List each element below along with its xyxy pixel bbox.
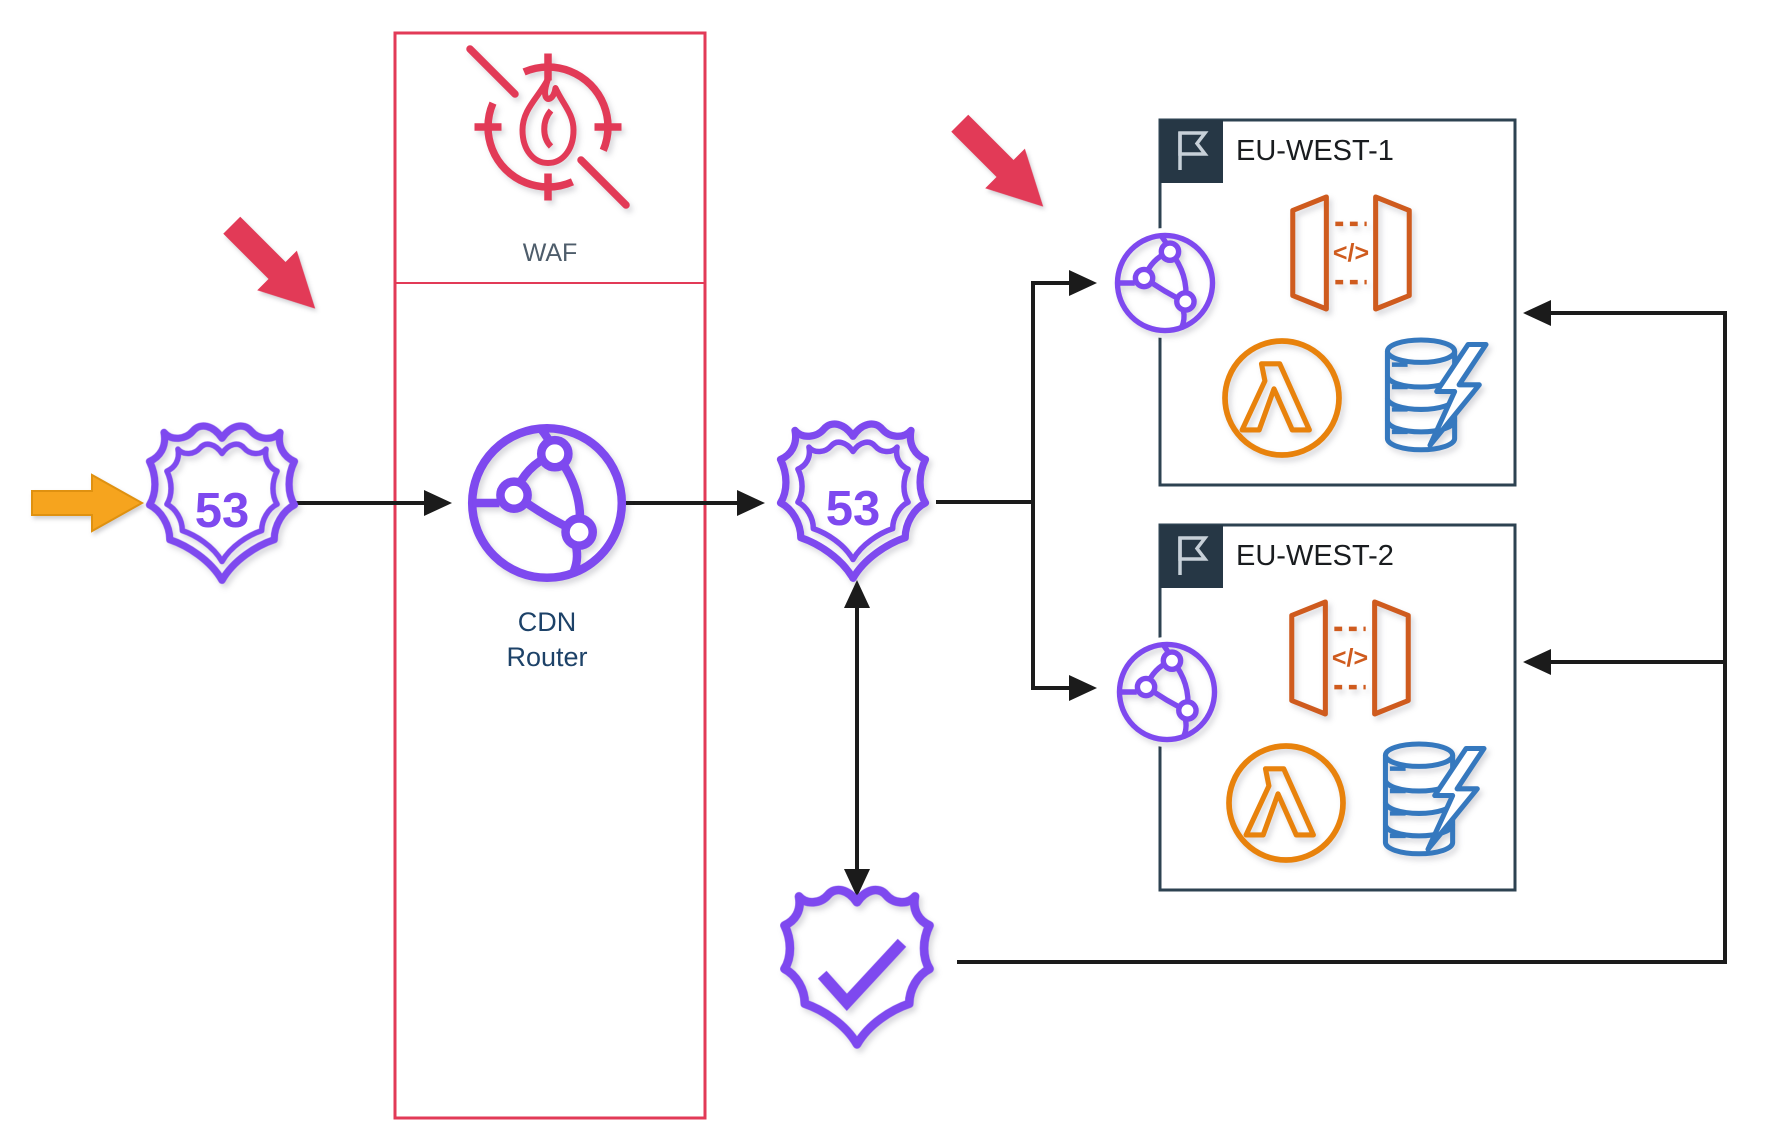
arrow-heads [424,270,1551,897]
globe-backing [1112,637,1222,747]
cdn-router-label: CDN Router [506,607,587,672]
arrowhead [844,869,870,897]
waf-label: WAF [523,239,578,267]
red-pointer-arrow-1 [211,205,336,329]
red-pointer-arrow-2 [939,103,1064,227]
region-label-eu-west-2: EU-WEST-2 [1236,540,1394,572]
route53-number: 53 [826,482,881,536]
region-flag-square [1160,525,1223,588]
api-gateway-glyph: </> [1332,644,1368,672]
ingress-arrow [31,474,143,532]
arrowhead [1069,270,1097,296]
arrowhead [1523,649,1551,675]
globe-backing [1110,228,1220,338]
route53-number: 53 [195,484,250,538]
arrowhead [1523,300,1551,326]
shield-check-icon [785,890,930,1044]
cdn-globe-icon [472,428,622,578]
return-line-shield-to-region1 [957,311,1727,964]
flow-arrow-r53-to-region2 [1031,502,1070,690]
flow-arrow-r53-to-region1 [936,281,1070,504]
waf-icon [470,49,626,205]
arrowhead [844,580,870,608]
arrowhead [424,490,452,516]
region-flag-square [1160,120,1223,183]
svg-text:CDN: CDN [518,607,577,637]
region-label-eu-west-1: EU-WEST-1 [1236,135,1394,167]
arrowhead [737,490,765,516]
waf-boundary-box [393,31,707,1120]
arrowhead [1069,675,1097,701]
flow-connectors [294,281,1727,964]
api-gateway-glyph: </> [1333,239,1369,267]
svg-text:Router: Router [506,642,587,672]
